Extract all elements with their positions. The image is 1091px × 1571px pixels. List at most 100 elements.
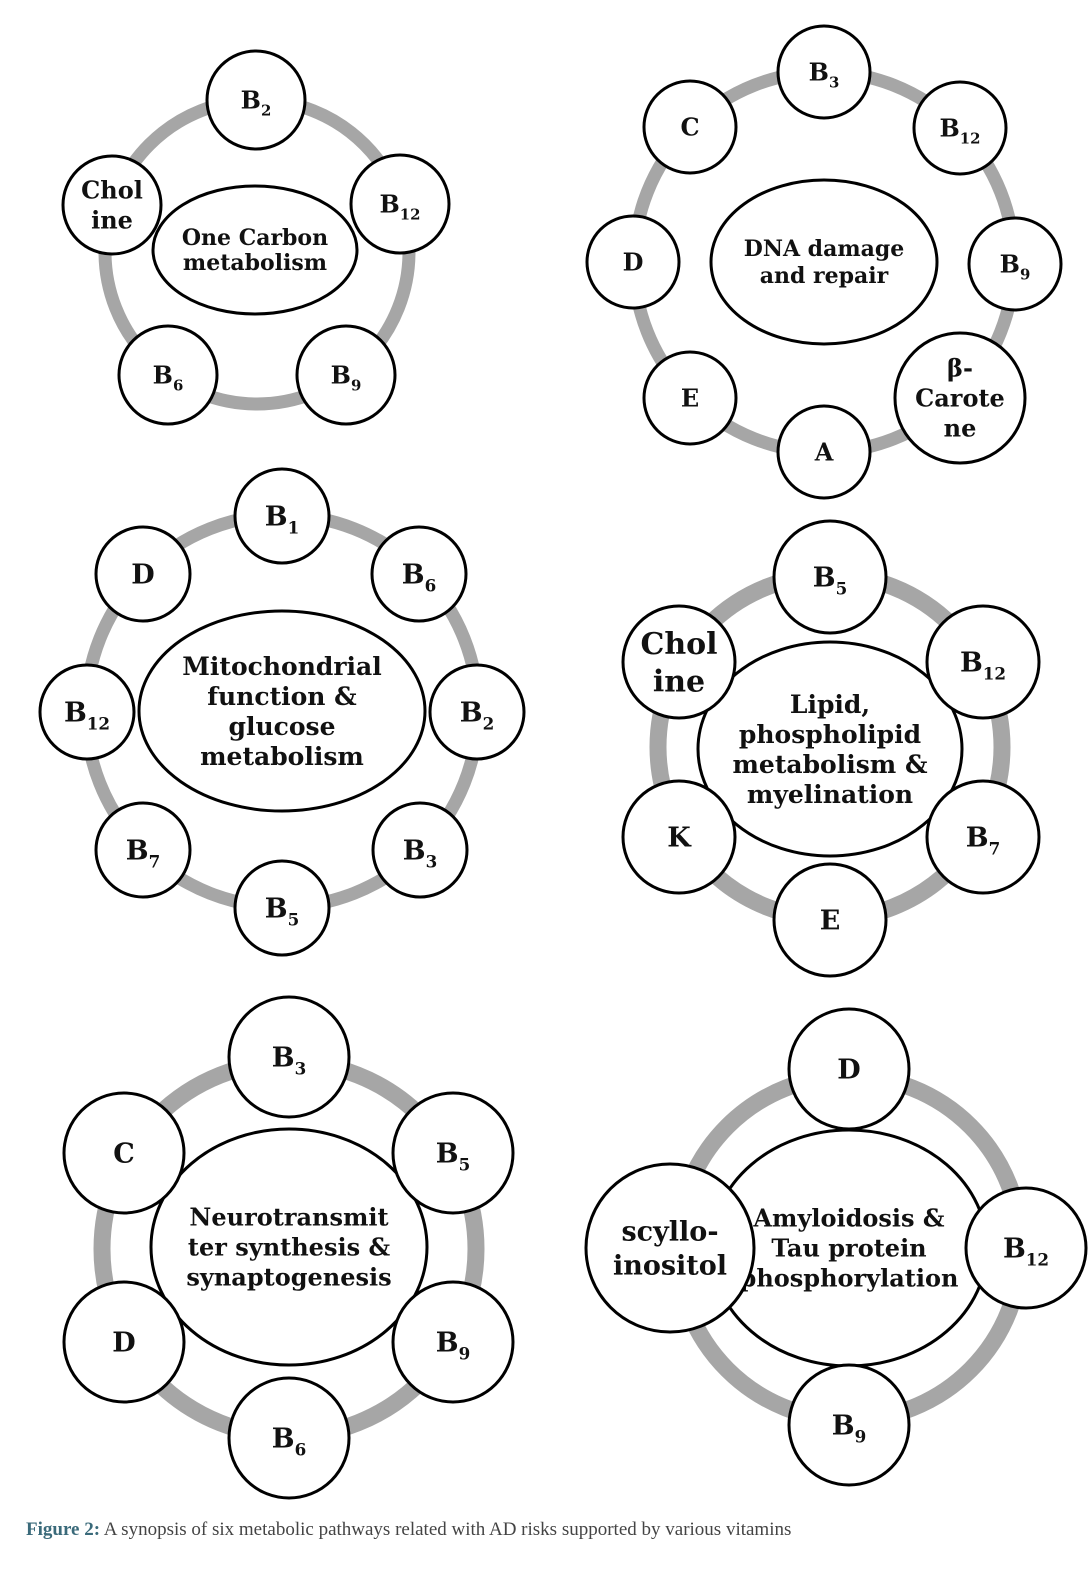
vitamin-node-circle bbox=[584, 1162, 756, 1334]
vitamin-letter: D bbox=[112, 1327, 135, 1358]
vitamin-label: B3 bbox=[809, 57, 840, 91]
vitamin-node-circle bbox=[349, 153, 451, 255]
pathway-name-line: metabolism bbox=[200, 742, 364, 771]
vitamin-node-circle bbox=[117, 324, 219, 426]
vitamin-label-line: inositol bbox=[613, 1250, 727, 1281]
caption-label: Figure 2: bbox=[26, 1519, 101, 1540]
vitamin-subscript: 7 bbox=[149, 852, 161, 872]
vitamin-node-b5: B5 bbox=[233, 859, 331, 957]
vitamin-node-d: D bbox=[787, 1007, 911, 1131]
vitamin-letter: B bbox=[1003, 1233, 1026, 1264]
vitamin-label: B2 bbox=[460, 697, 494, 733]
vitamin-node-b9: B9 bbox=[967, 216, 1063, 312]
vitamin-node-b5: B5 bbox=[391, 1091, 515, 1215]
vitamin-label: B6 bbox=[153, 360, 184, 394]
vitamin-node-circle bbox=[391, 1091, 515, 1215]
vitamin-label: C bbox=[680, 112, 699, 141]
vitamin-label: B6 bbox=[272, 1423, 306, 1459]
vitamin-node-b12: B12 bbox=[38, 663, 136, 761]
vitamin-node-b7: B7 bbox=[925, 779, 1041, 895]
vitamin-node-b3: B3 bbox=[227, 995, 351, 1119]
vitamin-node-d: D bbox=[94, 525, 192, 623]
vitamin-subscript: 6 bbox=[173, 377, 183, 395]
vitamin-node-circle bbox=[62, 1091, 186, 1215]
vitamin-letter: A bbox=[814, 437, 834, 466]
pathway-name-line: Mitochondrial bbox=[182, 652, 382, 681]
vitamin-subscript: 2 bbox=[483, 714, 495, 734]
vitamin-letter: B bbox=[153, 360, 173, 389]
vitamin-node-circle bbox=[227, 995, 351, 1119]
vitamin-node-b7: B7 bbox=[94, 801, 192, 899]
vitamin-node-circle bbox=[205, 49, 307, 151]
vitamin-letter: B bbox=[960, 647, 983, 678]
vitamin-label: D bbox=[112, 1327, 135, 1358]
vitamin-node-b9: B9 bbox=[295, 324, 397, 426]
vitamin-letter: K bbox=[667, 822, 692, 853]
vitamin-subscript: 3 bbox=[295, 1059, 307, 1079]
vitamin-node-e: E bbox=[642, 350, 738, 446]
vitamin-node-circle bbox=[94, 525, 192, 623]
vitamin-node-b9: B9 bbox=[787, 1363, 911, 1487]
vitamin-node-circle bbox=[787, 1007, 911, 1131]
vitamin-letter: B bbox=[460, 697, 483, 728]
vitamin-label-line: β- bbox=[947, 353, 973, 382]
vitamin-letter: D bbox=[131, 559, 154, 590]
vitamin-label-line: Carote bbox=[915, 383, 1005, 412]
vitamin-letter: B bbox=[272, 1423, 295, 1454]
pathway-name-line: glucose bbox=[228, 712, 335, 741]
vitamin-node-b12: B12 bbox=[925, 604, 1041, 720]
vitamin-node-circle bbox=[585, 214, 681, 310]
vitamin-letter: B bbox=[436, 1327, 459, 1358]
vitamin-letter: B bbox=[265, 893, 288, 924]
vitamin-node-circle bbox=[371, 801, 469, 899]
pathway-name-line: Lipid, bbox=[790, 690, 870, 719]
vitamin-label: B12 bbox=[960, 647, 1006, 683]
center-ellipse bbox=[696, 640, 964, 858]
vitamin-letter: B bbox=[813, 562, 836, 593]
vitamin-node-circle bbox=[925, 779, 1041, 895]
caption-text: A synopsis of six metabolic pathways rel… bbox=[100, 1519, 792, 1540]
pathway-name-line: ter synthesis & bbox=[188, 1232, 391, 1261]
vitamin-node-d: D bbox=[62, 1280, 186, 1404]
vitamin-label: B9 bbox=[1000, 249, 1031, 283]
vitamin-letter: B bbox=[1000, 249, 1020, 278]
vitamin-label: K bbox=[667, 822, 692, 853]
vitamin-label: E bbox=[820, 905, 841, 936]
vitamin-label-line: ine bbox=[653, 664, 705, 699]
vitamin-node-b12: B12 bbox=[349, 153, 451, 255]
vitamin-subscript: 5 bbox=[459, 1155, 471, 1175]
vitamin-subscript: 12 bbox=[960, 130, 981, 148]
vitamin-node-b6: B6 bbox=[227, 1376, 351, 1500]
pathway-name-line: Tau protein bbox=[771, 1233, 926, 1262]
vitamin-letter: E bbox=[681, 383, 699, 412]
vitamin-node-circle bbox=[621, 779, 737, 895]
vitamin-node-circle bbox=[370, 525, 468, 623]
vitamin-label: E bbox=[681, 383, 699, 412]
vitamin-node-circle bbox=[776, 404, 872, 500]
vitamin-subscript: 9 bbox=[351, 377, 361, 395]
vitamin-letter: B bbox=[265, 501, 288, 532]
vitamin-letter: B bbox=[966, 822, 989, 853]
vitamin-subscript: 2 bbox=[261, 102, 271, 120]
vitamin-label-line: scyllo- bbox=[621, 1217, 718, 1248]
vitamin-node-k: K bbox=[621, 779, 737, 895]
vitamin-node-b3: B3 bbox=[776, 24, 872, 120]
vitamin-label: B12 bbox=[1003, 1233, 1049, 1269]
vitamin-subscript: 3 bbox=[426, 852, 438, 872]
vitamin-label: B9 bbox=[436, 1327, 470, 1363]
vitamin-letter: B bbox=[940, 113, 960, 142]
vitamin-node-circle bbox=[233, 467, 331, 565]
vitamin-letter: B bbox=[241, 85, 261, 114]
vitamin-subscript: 1 bbox=[288, 518, 300, 538]
vitamin-node-scylloinositol: scyllo-inositol bbox=[584, 1162, 756, 1334]
pathway-name-line: One Carbon bbox=[182, 225, 328, 251]
vitamin-subscript: 12 bbox=[983, 664, 1006, 684]
vitamin-label-line: Chol bbox=[81, 175, 143, 204]
vitamin-label: D bbox=[837, 1054, 860, 1085]
